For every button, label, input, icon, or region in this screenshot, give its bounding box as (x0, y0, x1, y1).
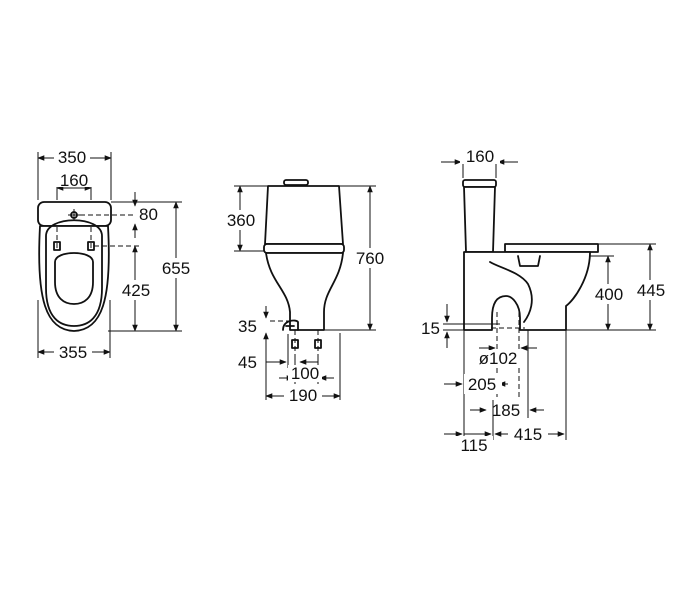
dim-outlet-height-profile: 15 (421, 319, 440, 338)
dim-outlet-offset: 205 (468, 375, 496, 394)
dim-inlet-offset: 80 (139, 205, 158, 224)
dim-rim-height: 445 (637, 281, 665, 300)
profile-seat (504, 243, 599, 253)
dim-cistern-width: 160 (466, 147, 494, 166)
front-bowl (38, 225, 110, 332)
dim-width-top: 350 (58, 148, 86, 167)
fixing-hole-left (53, 241, 61, 251)
dim-outlet-diameter: ø102 (479, 349, 518, 368)
dim-fixing-offset: 45 (238, 353, 257, 372)
dim-outlet-height: 35 (238, 317, 257, 336)
dim-projection: 415 (514, 425, 542, 444)
profile-trap (489, 261, 533, 323)
flush-button (283, 179, 309, 186)
inlet-marker (68, 209, 80, 221)
dim-fixing-spacing: 100 (291, 364, 319, 383)
side-fixing-bolts (291, 330, 322, 356)
dim-depth: 190 (289, 386, 317, 405)
side-seat (263, 243, 345, 254)
dim-wall-distance: 115 (460, 436, 487, 455)
front-bowl-opening (54, 252, 94, 305)
side-outlet (282, 319, 299, 331)
dim-inlet-spacing: 160 (60, 171, 88, 190)
dim-cistern-height: 360 (227, 211, 255, 230)
profile-cistern (463, 186, 496, 253)
side-view: 360 760 35 45 100 190 (222, 179, 389, 405)
profile-cistern-lid (462, 179, 497, 188)
dim-overall-height: 655 (162, 259, 190, 278)
side-pedestal (265, 252, 344, 331)
front-seat (45, 219, 103, 327)
dim-width-bottom: 355 (59, 343, 87, 362)
dim-fixing-distance: 185 (492, 401, 520, 420)
profile-bowl (463, 251, 591, 331)
profile-view: 160 400 445 15 ø102 205 1 (421, 146, 671, 455)
side-cistern (264, 185, 344, 245)
front-view: 350 160 80 425 655 355 (37, 147, 196, 362)
dim-inlet-height: 425 (122, 281, 150, 300)
dim-seat-height: 400 (595, 285, 623, 304)
profile-bowl-rim (517, 255, 541, 267)
dim-overall-height-side: 760 (356, 249, 384, 268)
